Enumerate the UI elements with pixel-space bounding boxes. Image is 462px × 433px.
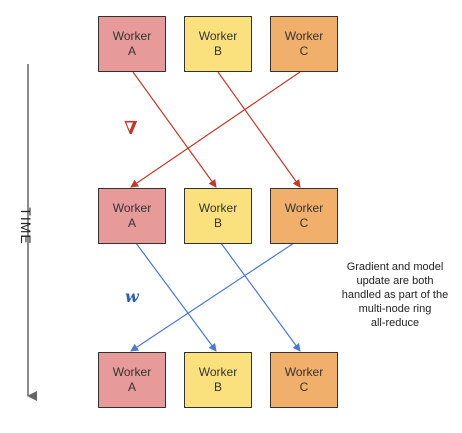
worker-letter: B: [213, 216, 222, 230]
weight-symbol: w: [125, 287, 139, 306]
worker-label: Worker: [112, 201, 152, 215]
worker-letter: C: [299, 44, 309, 58]
gradient-arrow-c-to-a: [130, 71, 301, 188]
gradient-arrow-a-to-b: [132, 71, 217, 188]
worker-label: Worker: [284, 365, 324, 379]
worker-c-row-3: Worker C: [270, 352, 338, 408]
weight-arrow-c-to-a: [130, 238, 301, 352]
time-axis-label: TIME: [18, 207, 34, 245]
note-line: handled as part of the: [341, 289, 449, 301]
weight-arrow-b-to-c: [217, 238, 301, 352]
worker-label: Worker: [198, 29, 238, 43]
worker-letter: C: [299, 380, 309, 394]
worker-letter: C: [299, 216, 309, 230]
weight-arrow-a-to-b: [132, 238, 217, 352]
worker-c-row-1: Worker C: [270, 16, 338, 72]
worker-a-row-1: Worker A: [98, 16, 166, 72]
gradient-arrow-b-to-c: [217, 71, 301, 188]
worker-label: Worker: [112, 365, 152, 379]
note-line: Gradient and model: [346, 261, 444, 273]
worker-a-row-2: Worker A: [98, 188, 166, 244]
worker-label: Worker: [198, 365, 238, 379]
note-line: multi-node ring: [358, 303, 432, 315]
worker-letter: A: [127, 380, 136, 394]
gradient-symbol: ∇: [124, 118, 138, 139]
worker-label: Worker: [112, 29, 152, 43]
worker-letter: B: [213, 380, 222, 394]
worker-letter: A: [127, 44, 136, 58]
worker-b-row-2: Worker B: [184, 188, 252, 244]
worker-a-row-3: Worker A: [98, 352, 166, 408]
worker-letter: B: [213, 44, 222, 58]
worker-b-row-3: Worker B: [184, 352, 252, 408]
worker-c-row-2: Worker C: [270, 188, 338, 244]
worker-letter: A: [127, 216, 136, 230]
worker-b-row-1: Worker B: [184, 16, 252, 72]
worker-label: Worker: [198, 201, 238, 215]
note-line: all-reduce: [370, 317, 420, 329]
worker-label: Worker: [284, 29, 324, 43]
allreduce-note: Gradient and model update are both handl…: [330, 260, 460, 330]
note-line: update are both: [356, 275, 434, 287]
worker-label: Worker: [284, 201, 324, 215]
